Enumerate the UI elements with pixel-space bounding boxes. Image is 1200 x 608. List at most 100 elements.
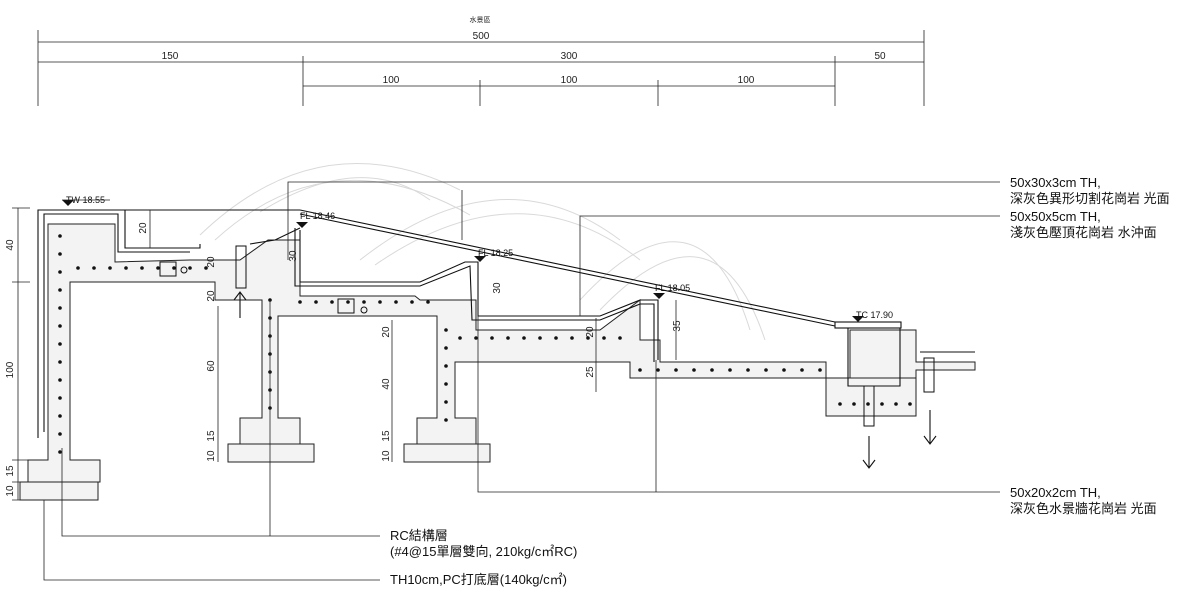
svg-text:25: 25 (585, 366, 596, 378)
svg-text:20: 20 (138, 222, 149, 234)
rebar-dot (674, 368, 678, 372)
level-fl2: FL 18.25 (478, 248, 513, 258)
rebar-dot (108, 266, 112, 270)
rebar-dot (330, 300, 334, 304)
rebar-dot (444, 364, 448, 368)
rebar-dot (638, 368, 642, 372)
svg-text:35: 35 (672, 320, 683, 332)
rebar-dot (746, 368, 750, 372)
rebar-dot (378, 300, 382, 304)
rebar-dot (764, 368, 768, 372)
note-rc-line2: (#4@15單層雙向, 210kg/c㎡RC) (390, 544, 577, 559)
rebar-dot (894, 402, 898, 406)
leader-lines (43, 181, 1000, 581)
rebar-dot (172, 266, 176, 270)
dim-v40: 40 (5, 239, 16, 251)
svg-text:20: 20 (206, 256, 217, 268)
rebar-dot (140, 266, 144, 270)
note-granite-1-line1: 50x30x3cm TH, (1010, 175, 1101, 190)
svg-text:15: 15 (206, 430, 217, 442)
dim-seg-right: 50 (874, 51, 886, 62)
rebar-dot (314, 300, 318, 304)
rebar-dot (410, 300, 414, 304)
rebar-dot (58, 360, 62, 364)
rebar-dot (444, 400, 448, 404)
rebar-dot (522, 336, 526, 340)
rebar-dot (444, 328, 448, 332)
level-markers: TW 18.55 FL 18.46 FL 18.25 FL 18.05 TC 1… (62, 195, 893, 322)
svg-text:30: 30 (492, 282, 503, 294)
rebar-dot (298, 300, 302, 304)
svg-text:20: 20 (206, 290, 217, 302)
level-tw: TW 18.55 (66, 195, 105, 205)
rebar-dot (728, 368, 732, 372)
inner-dimensions: 20 20 20 60 15 10 30 30 20 40 15 10 20 2… (138, 210, 683, 462)
dim-v15-left: 15 (5, 465, 16, 477)
dim-overall: 500 (473, 31, 490, 42)
rebar-dot (58, 450, 62, 454)
dim-sub2: 100 (561, 75, 578, 86)
rebar-dot (58, 324, 62, 328)
dim-sub3: 100 (738, 75, 755, 86)
callout-notes: 50x30x3cm TH, 深灰色異形切割花崗岩 光面 50x50x5cm TH… (390, 175, 1170, 587)
rebar-dot (866, 402, 870, 406)
note-granite-1-line2: 深灰色異形切割花崗岩 光面 (1010, 191, 1170, 206)
rebar-dot (444, 382, 448, 386)
level-tc: TC 17.90 (856, 310, 893, 320)
rebar-dot (58, 432, 62, 436)
note-pc-line1: TH10cm,PC打底層(140kg/c㎡) (390, 572, 567, 587)
rebar-dot (618, 336, 622, 340)
water-arc-ghosts (199, 163, 766, 341)
rebar-dot (58, 234, 62, 238)
left-dimensions: 40 100 15 10 (5, 207, 30, 501)
rebar-dot (692, 368, 696, 372)
rebar-dot (58, 306, 62, 310)
rebar-dot (602, 336, 606, 340)
level-fl1: FL 18.46 (300, 211, 335, 221)
level-fl3: FL 18.05 (655, 283, 690, 293)
rebar-dot (58, 270, 62, 274)
rebar-dot (92, 266, 96, 270)
note-granite-2-line1: 50x50x5cm TH, (1010, 209, 1101, 224)
rebar-dot (58, 378, 62, 382)
rebar-dot (656, 368, 660, 372)
rebar-dot (188, 266, 192, 270)
rebar-dot (58, 342, 62, 346)
rebar-dot (426, 300, 430, 304)
rebar-dot (506, 336, 510, 340)
drain-pipes (159, 245, 937, 469)
rebar-dot (58, 288, 62, 292)
rebar-dot (156, 266, 160, 270)
rebar-dot (800, 368, 804, 372)
svg-text:10: 10 (206, 450, 217, 462)
rebar-dot (818, 368, 822, 372)
rebar-dot (710, 368, 714, 372)
rebar-dot (554, 336, 558, 340)
stone-cladding (37, 209, 975, 438)
rebar-dot (908, 402, 912, 406)
rebar-dot (474, 336, 478, 340)
concrete-structure (19, 223, 976, 501)
svg-text:60: 60 (206, 360, 217, 372)
top-dimensions: 水景區 500 150 300 50 100 100 100 (37, 15, 925, 106)
note-granite-3-line2: 深灰色水景牆花崗岩 光面 (1010, 501, 1157, 516)
rebar-dot (76, 266, 80, 270)
rebar-dots (58, 234, 912, 454)
rebar-dot (586, 336, 590, 340)
rebar-dot (490, 336, 494, 340)
note-granite-2-line2: 淺灰色壓頂花崗岩 水沖面 (1010, 225, 1157, 240)
dim-v100: 100 (5, 361, 16, 378)
rebar-dot (458, 336, 462, 340)
svg-text:15: 15 (381, 430, 392, 442)
rebar-dot (124, 266, 128, 270)
rebar-dot (444, 418, 448, 422)
dim-seg-mid: 300 (561, 51, 578, 62)
rebar-dot (58, 396, 62, 400)
rebar-dot (362, 300, 366, 304)
rebar-dot (346, 300, 350, 304)
rebar-dot (782, 368, 786, 372)
svg-text:20: 20 (585, 326, 596, 338)
note-granite-3-line1: 50x20x2cm TH, (1010, 485, 1101, 500)
dim-seg-left: 150 (162, 51, 179, 62)
dim-sub1: 100 (383, 75, 400, 86)
